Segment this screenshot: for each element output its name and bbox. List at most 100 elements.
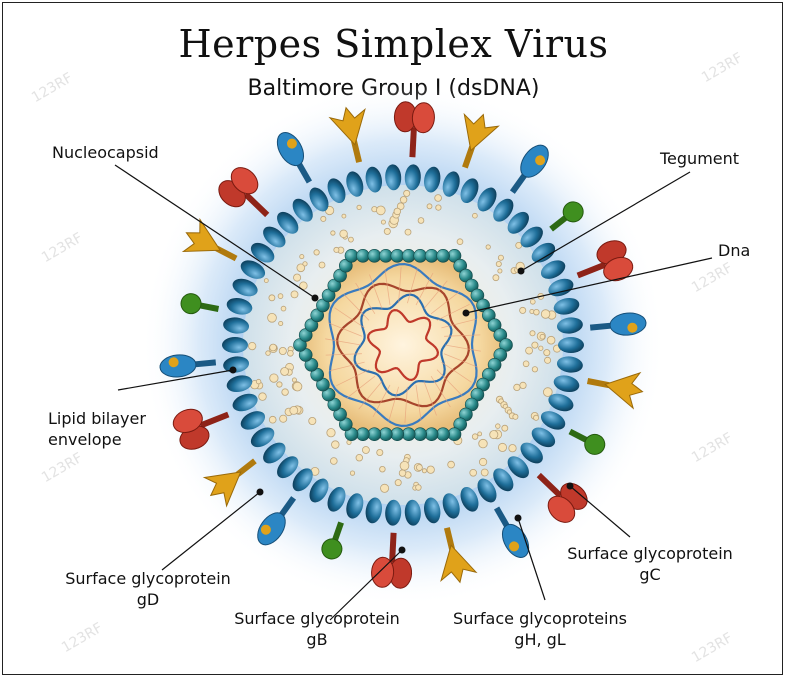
endpoint-gh [515, 515, 522, 522]
label-gd-line1: Surface glycoprotein [48, 568, 248, 589]
tegument-particle [327, 429, 335, 437]
tegument-particle [259, 393, 267, 401]
tegument-particle [523, 361, 529, 367]
tegument-particle [405, 229, 411, 235]
tegument-particle [394, 208, 401, 215]
endpoint-gc [567, 483, 574, 490]
tegument-particle [493, 275, 499, 281]
tegument-particle [532, 367, 537, 372]
tegument-particle [530, 299, 535, 304]
label-nucleocapsid: Nucleocapsid [52, 142, 159, 163]
label-lipid-line1: Lipid bilayer [48, 408, 146, 429]
tegument-particle [539, 346, 543, 350]
tegument-particle [498, 443, 506, 451]
tegument-particle [348, 237, 353, 242]
tegument-particle [514, 384, 520, 390]
tegument-particle [400, 461, 409, 470]
envelope-bead [558, 337, 584, 353]
label-gb-line1: Surface glycoprotein [212, 608, 422, 629]
tegument-particle [427, 466, 434, 473]
label-lipid-bilayer: Lipid bilayer envelope [48, 408, 146, 450]
tegument-particle [281, 306, 286, 311]
tegument-particle [547, 336, 555, 344]
tegument-particle [264, 279, 268, 283]
capsid-bead [448, 428, 461, 441]
tegument-particle [532, 342, 538, 348]
tegument-particle [362, 447, 369, 454]
capsid-bead [356, 428, 369, 441]
tegument-particle [481, 469, 488, 476]
endpoint-nucleocapsid [312, 295, 319, 302]
tegument-particle [280, 415, 287, 422]
label-glycoprotein-gh-gl: Surface glycoproteins gH, gL [430, 608, 650, 650]
label-tegument: Tegument [660, 148, 739, 169]
capsid-bead [368, 428, 381, 441]
capsid-bead [414, 428, 427, 441]
capsid-bead [414, 249, 427, 262]
tegument-particle [249, 342, 256, 349]
tegument-particle [381, 484, 389, 492]
tegument-particle [256, 379, 261, 384]
tegument-particle [309, 417, 316, 424]
label-lipid-line2: envelope [48, 429, 146, 450]
capsid-bead [425, 249, 438, 262]
tegument-particle [498, 269, 502, 273]
capsid-bead [391, 249, 404, 262]
tegument-particle [330, 458, 337, 465]
label-glycoprotein-gc: Surface glycoprotein gC [550, 543, 750, 585]
tegument-particle [404, 190, 410, 196]
tegument-particle [534, 309, 540, 315]
capsid-bead [368, 249, 381, 262]
capsid-bead [345, 249, 358, 262]
tegument-particle [473, 213, 478, 218]
capsid-bead [402, 428, 415, 441]
tegument-particle [498, 255, 503, 260]
tegument-particle [293, 382, 302, 391]
capsid-bead [379, 249, 392, 262]
tegument-particle [513, 414, 518, 419]
tegument-particle [479, 439, 488, 448]
label-gc-line2: gC [550, 564, 750, 585]
tegument-particle [300, 255, 304, 259]
tegument-particle [384, 228, 390, 234]
tegument-particle [490, 431, 498, 439]
tegument-particle [288, 350, 294, 356]
tegument-particle [496, 261, 501, 266]
tegument-particle [321, 216, 326, 221]
label-gh-line1: Surface glycoproteins [430, 608, 650, 629]
tegument-particle [350, 471, 354, 475]
tegument-particle [303, 262, 307, 266]
capsid-bead [425, 428, 438, 441]
label-glycoprotein-gb: Surface glycoprotein gB [212, 608, 422, 650]
tegument-particle [281, 368, 289, 376]
tegument-particle [269, 295, 275, 301]
tegument-particle [269, 416, 276, 423]
tegument-particle [435, 195, 442, 202]
tegument-particle [319, 262, 325, 268]
label-dna: Dna [718, 240, 750, 261]
tegument-particle [526, 347, 533, 354]
tegument-particle [340, 230, 348, 238]
tegument-particle [540, 334, 545, 339]
tegument-particle [377, 449, 383, 455]
tegument-particle [418, 218, 424, 224]
tegument-particle [395, 480, 401, 486]
tegument-particle [472, 434, 478, 440]
endpoint-dna [463, 310, 470, 317]
tegument-particle [479, 458, 486, 465]
tegument-particle [436, 205, 441, 210]
tegument-particle [277, 382, 282, 387]
tegument-particle [376, 206, 385, 215]
tegument-particle [530, 331, 535, 336]
tegument-particle [357, 205, 361, 209]
tegument-particle [427, 204, 432, 209]
tegument-particle [380, 466, 386, 472]
tegument-particle [290, 406, 298, 414]
capsid-bead [379, 428, 392, 441]
label-gb-line2: gB [212, 629, 422, 650]
tegument-particle [291, 291, 298, 298]
tegument-particle [332, 441, 340, 449]
tegument-particle [294, 274, 301, 281]
tegument-particle [520, 307, 526, 313]
tegument-particle [545, 357, 551, 363]
